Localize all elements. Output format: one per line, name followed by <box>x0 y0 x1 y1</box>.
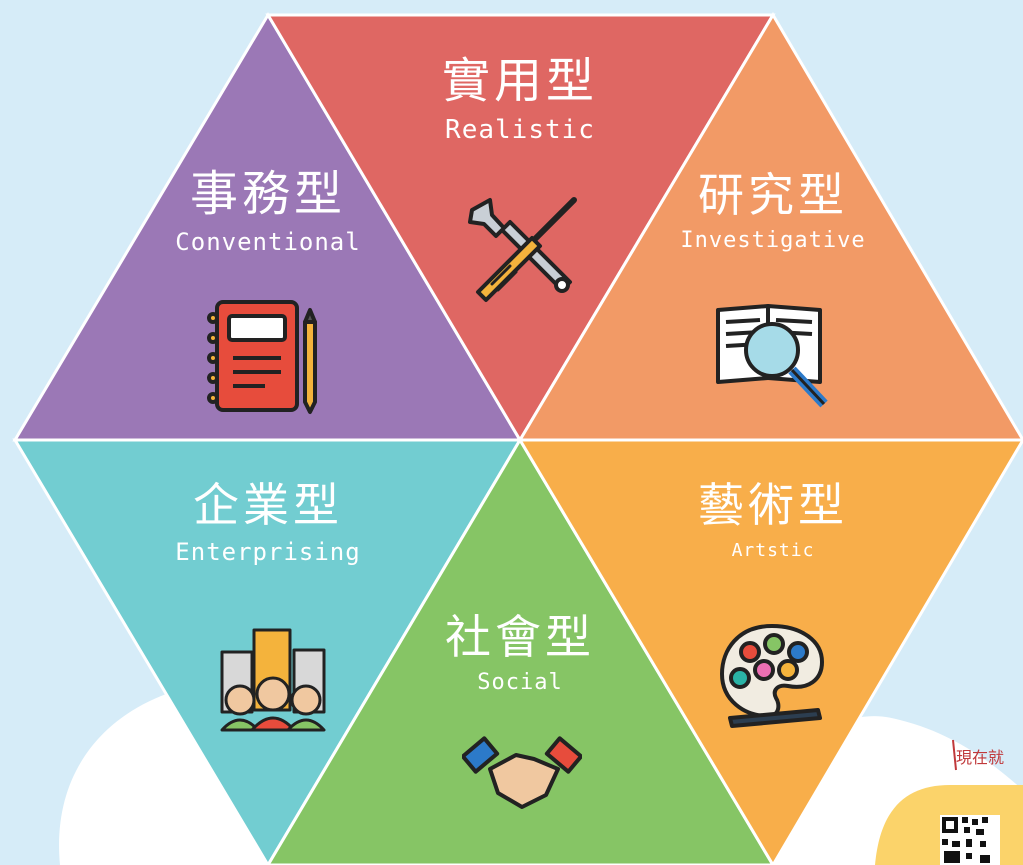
investigative-title: 研究型 <box>698 168 848 222</box>
handshake-icon <box>462 736 582 809</box>
book-magnifier-icon <box>716 304 828 408</box>
artistic-subtitle: Artstic <box>731 539 815 561</box>
realistic-label: 實用型 Realistic <box>442 55 598 144</box>
team-buildings-icon <box>220 628 326 732</box>
investigative-label: 研究型 Investigative <box>680 170 865 253</box>
enterprising-title: 企業型 <box>192 478 343 532</box>
investigative-subtitle: Investigative <box>680 227 866 253</box>
qr-code-icon[interactable] <box>940 815 1000 865</box>
conventional-label: 事務型 Conventional <box>175 168 360 255</box>
notebook-pencil-icon <box>207 300 317 414</box>
conventional-title: 事務型 <box>189 166 347 222</box>
social-title: 社會型 <box>445 610 595 664</box>
realistic-subtitle: Realistic <box>445 114 595 145</box>
palette-icon <box>720 624 824 728</box>
enterprising-subtitle: Enterprising <box>175 537 361 566</box>
conventional-subtitle: Conventional <box>175 227 361 256</box>
call-to-action-text: 現在就 <box>956 748 1005 767</box>
tools-icon <box>468 197 577 302</box>
pointer-line <box>952 739 957 771</box>
social-label: 社會型 Social <box>445 612 595 695</box>
artistic-title: 藝術型 <box>698 478 848 532</box>
artistic-label: 藝術型 Artstic <box>698 480 848 560</box>
social-subtitle: Social <box>477 669 563 695</box>
enterprising-label: 企業型 Enterprising <box>175 480 360 565</box>
realistic-title: 實用型 <box>441 53 599 109</box>
